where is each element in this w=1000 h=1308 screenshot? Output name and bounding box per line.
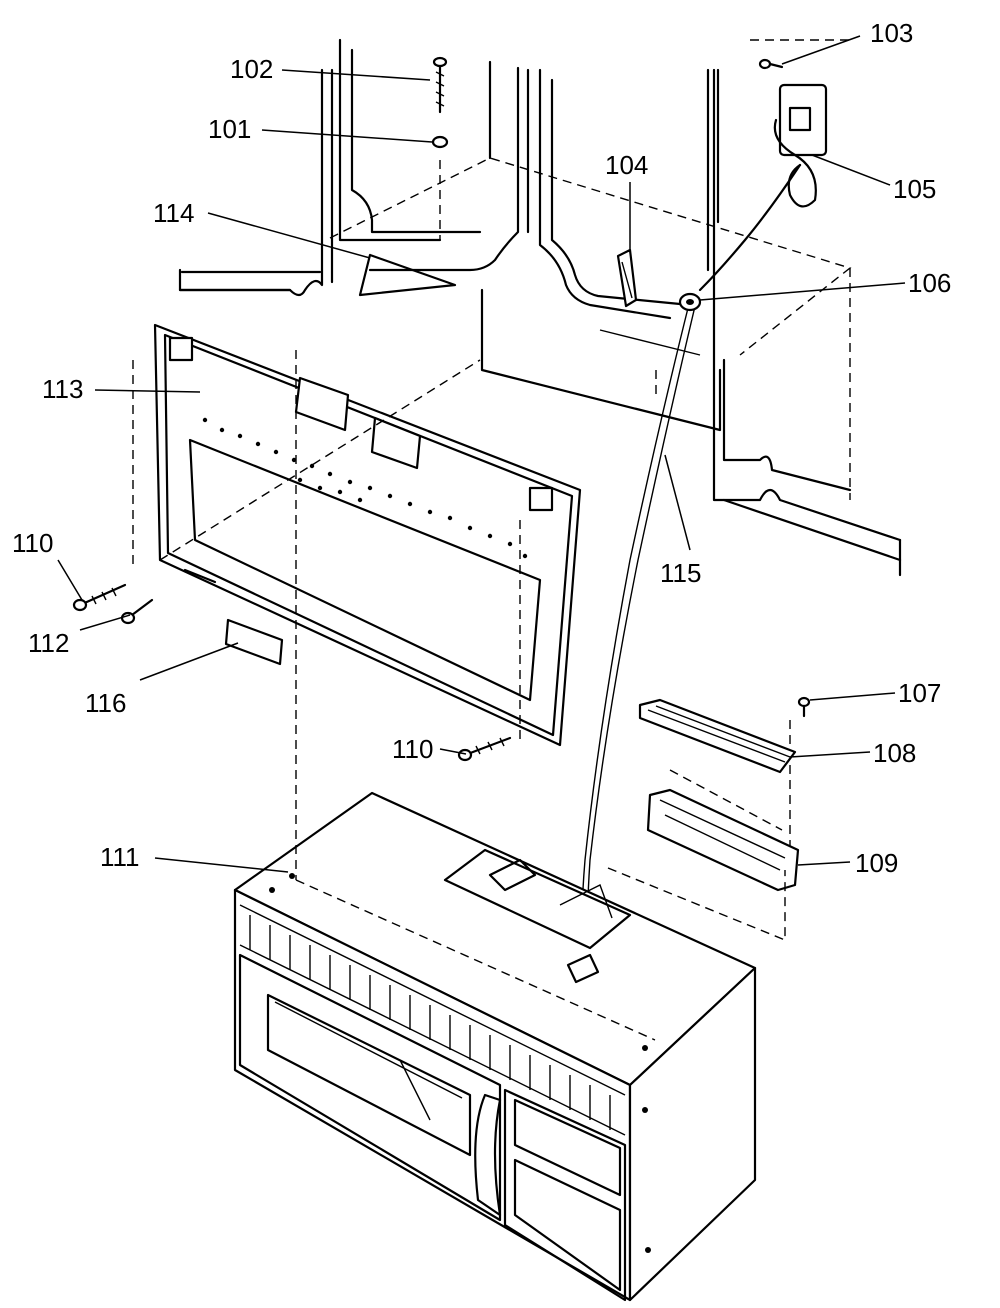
callout-110-left: 110: [12, 528, 53, 558]
cabinet-filler: [358, 253, 457, 297]
mounting-plate: [132, 323, 582, 747]
callout-110-bottom: 110: [392, 734, 433, 764]
callout-107: 107: [898, 678, 941, 708]
callout-111: 111: [100, 842, 140, 872]
label-plate-116: [224, 618, 284, 666]
callout-109: 109: [855, 848, 898, 878]
bushing: [678, 292, 702, 312]
screw-102: [432, 56, 448, 114]
callout-112: 112: [28, 628, 69, 658]
bolt-110-bottom: [457, 736, 512, 762]
callout-116: 116: [85, 688, 126, 718]
callout-108: 108: [873, 738, 916, 768]
callout-105: 105: [893, 174, 936, 204]
callout-113: 113: [42, 374, 83, 404]
callout-labels: 102 101 103 104 105 106 107 108 109 110 …: [12, 18, 951, 878]
callout-101: 101: [208, 114, 251, 144]
upper-cabinets: [178, 38, 902, 577]
bolt-112: [120, 598, 154, 625]
callout-102: 102: [230, 54, 273, 84]
callout-106: 106: [908, 268, 951, 298]
screw-103: [758, 58, 784, 70]
callout-115: 115: [660, 558, 701, 588]
bracket-109: [607, 769, 800, 942]
mounting-holes: [202, 417, 528, 559]
microwave-oven: [233, 350, 757, 1302]
bolt-110-left: [72, 583, 127, 612]
leader-lines: [57, 35, 906, 873]
wall-outlet: [698, 83, 828, 292]
exhaust-damper: [616, 248, 638, 308]
vent-grille: [249, 915, 611, 1130]
screw-107: [789, 696, 811, 860]
callout-104: 104: [605, 150, 648, 180]
washer-101: [431, 135, 449, 149]
callout-103: 103: [870, 18, 913, 48]
grille-108: [638, 698, 797, 774]
callout-114: 114: [153, 198, 194, 228]
